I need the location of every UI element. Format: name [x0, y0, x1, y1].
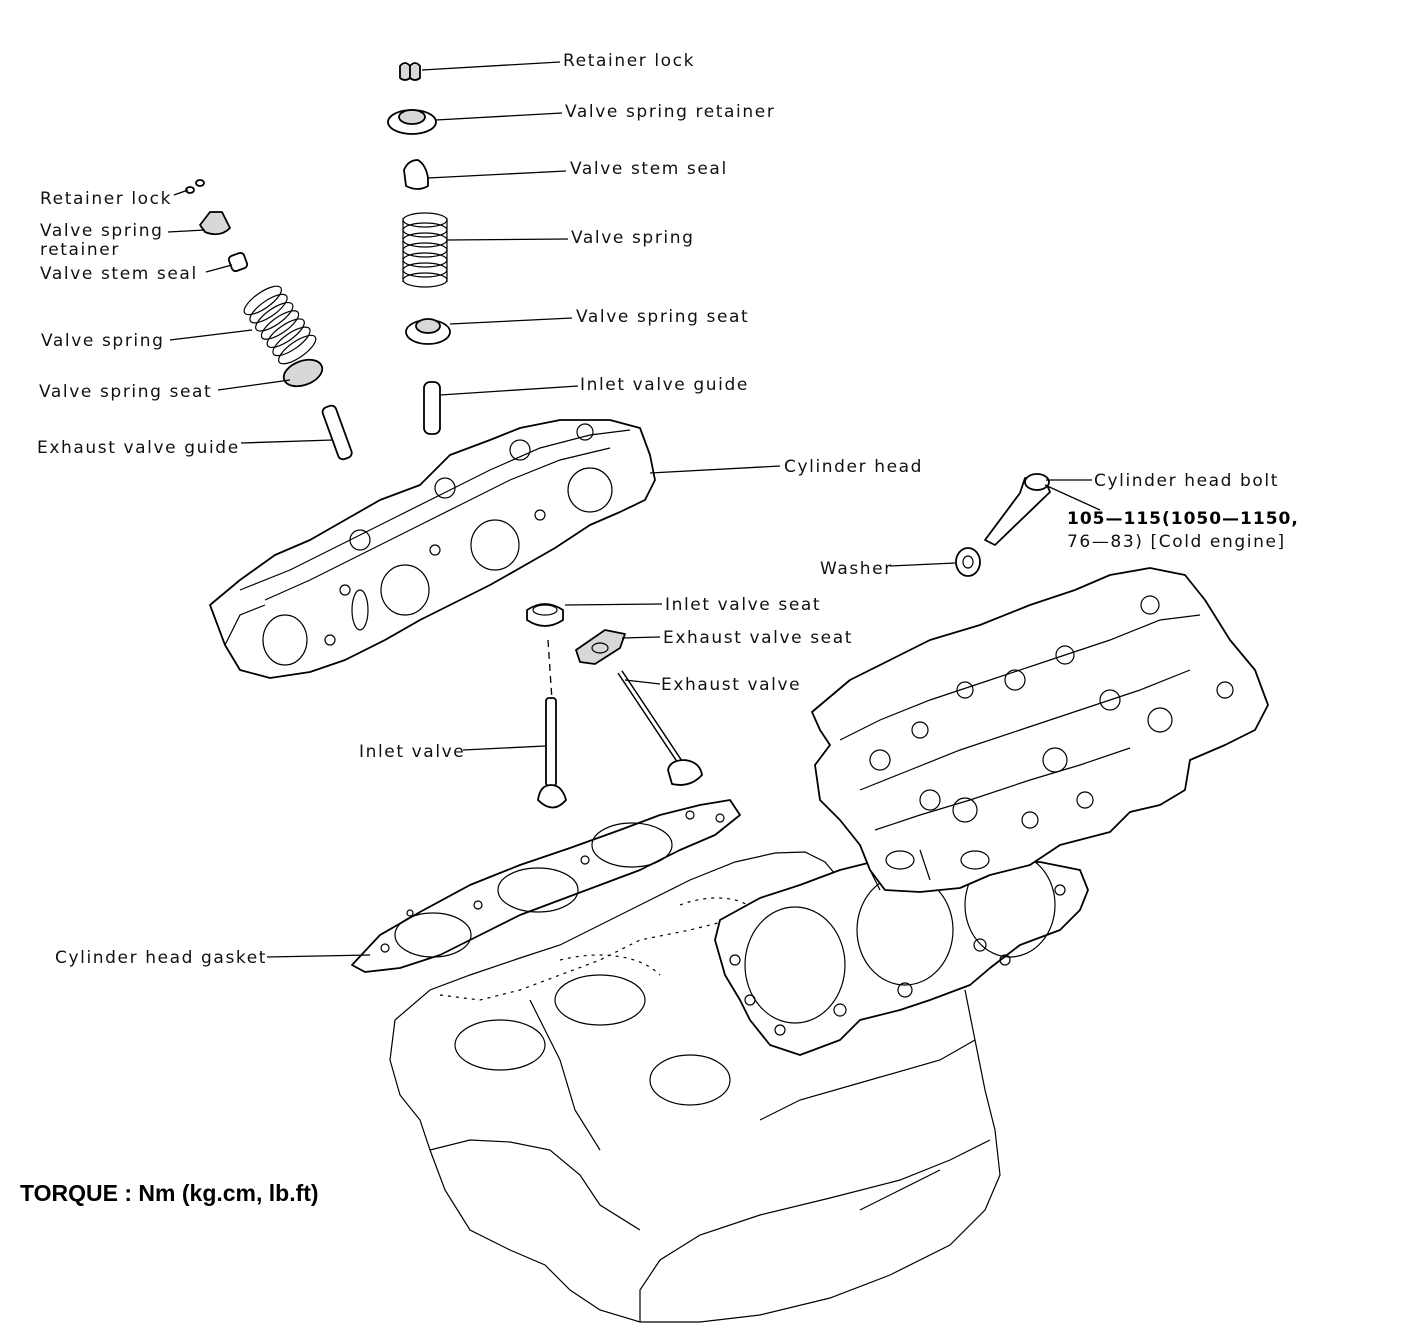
label-inlet-valve-seat: Inlet valve seat [665, 595, 821, 615]
label-valve-stem-seal-top: Valve stem seal [570, 159, 728, 179]
label-valve-spring-seat-top: Valve spring seat [576, 307, 749, 327]
label-valve-spring-left: Valve spring [41, 331, 165, 351]
label-valve-spring-seat-left: Valve spring seat [39, 382, 212, 402]
torque-spec-line-1: 105—115(1050—1150, [1067, 509, 1299, 529]
inlet-valve-part [537, 697, 567, 809]
block-deck-gasket-right [714, 852, 1089, 1056]
valve-axis-line [547, 639, 553, 701]
label-retainer-lock-top: Retainer lock [563, 51, 695, 71]
label-exhaust-valve-guide: Exhaust valve guide [37, 438, 240, 458]
valve-stack-inlet [387, 62, 451, 435]
label-cylinder-head: Cylinder head [784, 457, 923, 477]
valve-stack-exhaust [185, 179, 353, 461]
label-cylinder-head-bolt: Cylinder head bolt [1094, 471, 1279, 491]
label-exhaust-valve: Exhaust valve [661, 675, 801, 695]
part-labels: Retainer lock Valve spring retainer Valv… [20, 51, 1299, 1206]
label-valve-stem-seal-left: Valve stem seal [40, 264, 198, 284]
label-inlet-valve: Inlet valve [359, 742, 465, 762]
label-cylinder-head-gasket: Cylinder head gasket [55, 948, 267, 968]
leader-lines [167, 61, 1101, 958]
cylinder-head-left [209, 419, 656, 679]
inlet-valve-seat-part [526, 603, 564, 627]
exhaust-valve-seat-part [575, 629, 626, 665]
exhaust-valve-part [617, 670, 703, 786]
label-retainer-lock-left: Retainer lock [40, 189, 172, 209]
label-valve-spring-top: Valve spring [571, 228, 695, 248]
label-valve-spring-retainer-left-1: Valve spring [40, 221, 164, 241]
label-inlet-valve-guide: Inlet valve guide [580, 375, 749, 395]
torque-spec-line-2: 76—83) [Cold engine] [1067, 532, 1286, 552]
label-valve-spring-retainer-top: Valve spring retainer [565, 102, 775, 122]
cylinder-head-bolt [984, 473, 1051, 546]
torque-units-note: TORQUE : Nm (kg.cm, lb.ft) [20, 1180, 319, 1206]
cylinder-head-right [811, 567, 1269, 893]
engine-block [389, 851, 1001, 1323]
label-washer: Washer [820, 559, 893, 579]
label-valve-spring-retainer-left-2: retainer [40, 240, 120, 260]
label-exhaust-valve-seat: Exhaust valve seat [663, 628, 853, 648]
cylinder-head-gasket [351, 799, 741, 973]
washer-part [955, 547, 981, 577]
